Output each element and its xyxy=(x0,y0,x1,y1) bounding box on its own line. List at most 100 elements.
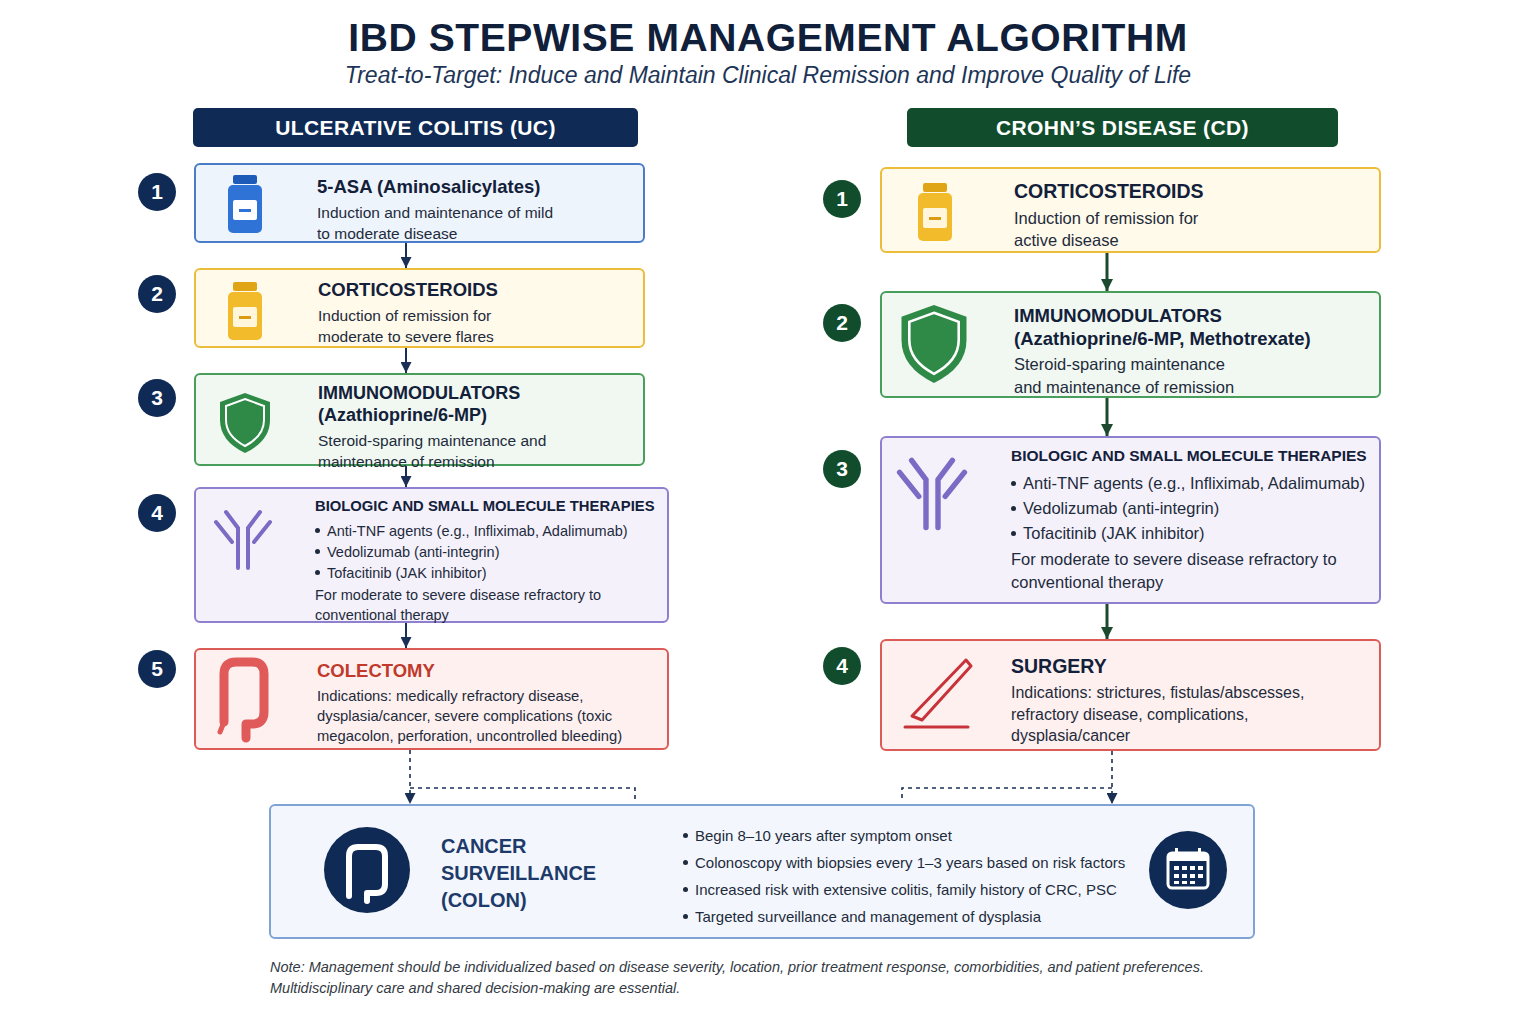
callout-number: 3 xyxy=(138,379,176,417)
step-box: IMMUNOMODULATORS (Azathioprine/6-MP)Ster… xyxy=(194,373,645,466)
diagram-title: IBD STEPWISE MANAGEMENT ALGORITHM xyxy=(0,16,1536,60)
callout-number: 1 xyxy=(138,173,176,211)
bullet-row: Colonoscopy with biopsies every 1–3 year… xyxy=(683,849,1243,876)
box-content: BIOLOGIC AND SMALL MOLECULE THERAPIES Ant… xyxy=(315,497,667,626)
bullet-row: Anti-TNF agents (e.g., Infliximab, Adali… xyxy=(1011,471,1371,496)
step-box: 5-ASA (Aminosalicylates) Induction and ma… xyxy=(194,163,645,243)
box-heading: IMMUNOMODULATORS (Azathioprine/6-MP, Met… xyxy=(1014,305,1344,350)
antibody-icon xyxy=(900,460,965,527)
box-body: Steroid-sparing maintenance and maintena… xyxy=(1014,353,1254,398)
surveillance-heading: CANCER SURVEILLANCE (COLON) xyxy=(441,833,666,914)
box-heading: BIOLOGIC AND SMALL MOLECULE THERAPIES xyxy=(1011,447,1379,466)
callout-number: 2 xyxy=(823,304,861,342)
step-box: CORTICOSTEROIDS Induction of remission fo… xyxy=(880,167,1381,253)
callout-number: 5 xyxy=(138,650,176,688)
bullet-row: Tofacitinib (JAK inhibitor) xyxy=(315,562,660,583)
dashed-bracket xyxy=(410,788,1112,800)
bullet-text: Vedolizumab (anti-integrin) xyxy=(327,544,499,560)
box-content: 5-ASA (Aminosalicylates) Induction and ma… xyxy=(317,176,627,244)
box-content: CORTICOSTEROIDS Induction of remission fo… xyxy=(1014,180,1344,252)
flow-arrow xyxy=(405,623,407,648)
step-box: SURGERYIndications: strictures, fistulas… xyxy=(880,639,1381,751)
box-heading: SURGERY xyxy=(1011,655,1311,679)
bullet-dot xyxy=(683,914,688,919)
box-body: For moderate to severe disease refractor… xyxy=(315,585,635,626)
flow-arrow xyxy=(405,466,407,487)
bullet-text: Colonoscopy with biopsies every 1–3 year… xyxy=(695,854,1125,871)
bullet-row: Tofacitinib (JAK inhibitor) xyxy=(1011,521,1371,546)
bottle-icon xyxy=(228,175,262,233)
flow-arrow xyxy=(1106,604,1109,639)
bottle-icon xyxy=(228,282,262,340)
box-body: For moderate to severe disease refractor… xyxy=(1011,548,1361,594)
box-body: Induction and maintenance of mild to mod… xyxy=(317,202,557,244)
bullet-text: Increased risk with extensive colitis, f… xyxy=(695,881,1117,898)
bullet-text: Begin 8–10 years after symptom onset xyxy=(695,827,952,844)
dashed-arrow xyxy=(409,750,411,804)
callout-number: 3 xyxy=(823,450,861,488)
bullet-dot xyxy=(683,860,688,865)
step-box: BIOLOGIC AND SMALL MOLECULE THERAPIES Ant… xyxy=(194,487,669,623)
header-text: ULCERATIVE COLITIS (UC) xyxy=(275,116,556,140)
flow-arrow xyxy=(1106,253,1109,291)
box-body: Indications: medically refractory diseas… xyxy=(317,686,665,746)
bullet-dot xyxy=(1011,506,1016,511)
box-heading: COLECTOMY xyxy=(317,660,567,683)
box-content: IMMUNOMODULATORS (Azathioprine/6-MP)Ster… xyxy=(318,383,568,472)
bullet-dot xyxy=(683,833,688,838)
step-box: IMMUNOMODULATORS (Azathioprine/6-MP, Met… xyxy=(880,291,1381,398)
bullet-row: Vedolizumab (anti-integrin) xyxy=(315,541,660,562)
box-content: COLECTOMY Indications: medically refracto… xyxy=(317,660,665,746)
bullet-row: Anti-TNF agents (e.g., Infliximab, Adali… xyxy=(315,520,660,541)
bullet-dot xyxy=(1011,481,1016,486)
step-box: COLECTOMY Indications: medically refracto… xyxy=(194,648,669,750)
bullet-row: Increased risk with extensive colitis, f… xyxy=(683,876,1243,903)
callout-number: 4 xyxy=(823,647,861,685)
bullet-dot xyxy=(1011,531,1016,536)
box-heading: CORTICOSTEROIDS xyxy=(318,279,628,302)
shield-icon xyxy=(902,305,967,383)
box-heading: BIOLOGIC AND SMALL MOLECULE THERAPIES xyxy=(315,497,667,515)
bottle-icon xyxy=(918,183,952,241)
bullet-dot xyxy=(315,570,320,575)
bullet-list: Begin 8–10 years after symptom onsetColo… xyxy=(683,822,1243,930)
box-heading: IMMUNOMODULATORS (Azathioprine/6-MP) xyxy=(318,383,568,427)
bullet-row: Targeted surveillance and management of … xyxy=(683,903,1243,930)
bullet-text: Anti-TNF agents (e.g., Infliximab, Adali… xyxy=(327,523,628,539)
bullet-dot xyxy=(315,549,320,554)
box-heading: CORTICOSTEROIDS xyxy=(1014,180,1344,204)
bullet-dot xyxy=(683,887,688,892)
colon-badge xyxy=(324,827,410,913)
callout-number: 2 xyxy=(138,275,176,313)
bullet-row: Begin 8–10 years after symptom onset xyxy=(683,822,1243,849)
scalpel-icon xyxy=(905,660,971,727)
box-body: Steroid-sparing maintenance and maintena… xyxy=(318,430,558,472)
box-content: IMMUNOMODULATORS (Azathioprine/6-MP, Met… xyxy=(1014,305,1344,398)
surveillance-box: CANCER SURVEILLANCE (COLON)Begin 8–10 ye… xyxy=(269,804,1255,939)
flow-arrow xyxy=(1106,398,1109,436)
header-band: ULCERATIVE COLITIS (UC) xyxy=(193,108,638,147)
bullet-text: Tofacitinib (JAK inhibitor) xyxy=(327,565,487,581)
header-text: CROHN’S DISEASE (CD) xyxy=(996,116,1249,140)
bullet-text: Anti-TNF agents (e.g., Infliximab, Adali… xyxy=(1023,474,1365,493)
header-band: CROHN’S DISEASE (CD) xyxy=(907,108,1338,147)
callout-number: 1 xyxy=(823,180,861,218)
footnote: Note: Management should be individualize… xyxy=(270,957,1245,999)
box-body: Induction of remission for moderate to s… xyxy=(318,305,528,347)
colon-icon xyxy=(220,662,264,738)
box-content: SURGERYIndications: strictures, fistulas… xyxy=(1011,655,1321,747)
box-content: CORTICOSTEROIDS Induction of remission fo… xyxy=(318,279,628,347)
flow-arrow xyxy=(405,243,407,268)
bullet-dot xyxy=(315,528,320,533)
bullet-text: Vedolizumab (anti-integrin) xyxy=(1023,499,1219,518)
step-box: CORTICOSTEROIDS Induction of remission fo… xyxy=(194,268,645,348)
antibody-icon xyxy=(216,512,270,568)
box-content: BIOLOGIC AND SMALL MOLECULE THERAPIES Ant… xyxy=(1011,447,1379,594)
box-heading: 5-ASA (Aminosalicylates) xyxy=(317,176,627,199)
box-body: Induction of remission for active diseas… xyxy=(1014,207,1219,252)
subtitle: Treat-to-Target: Induce and Maintain Cli… xyxy=(0,62,1536,89)
flow-arrow xyxy=(405,348,407,373)
